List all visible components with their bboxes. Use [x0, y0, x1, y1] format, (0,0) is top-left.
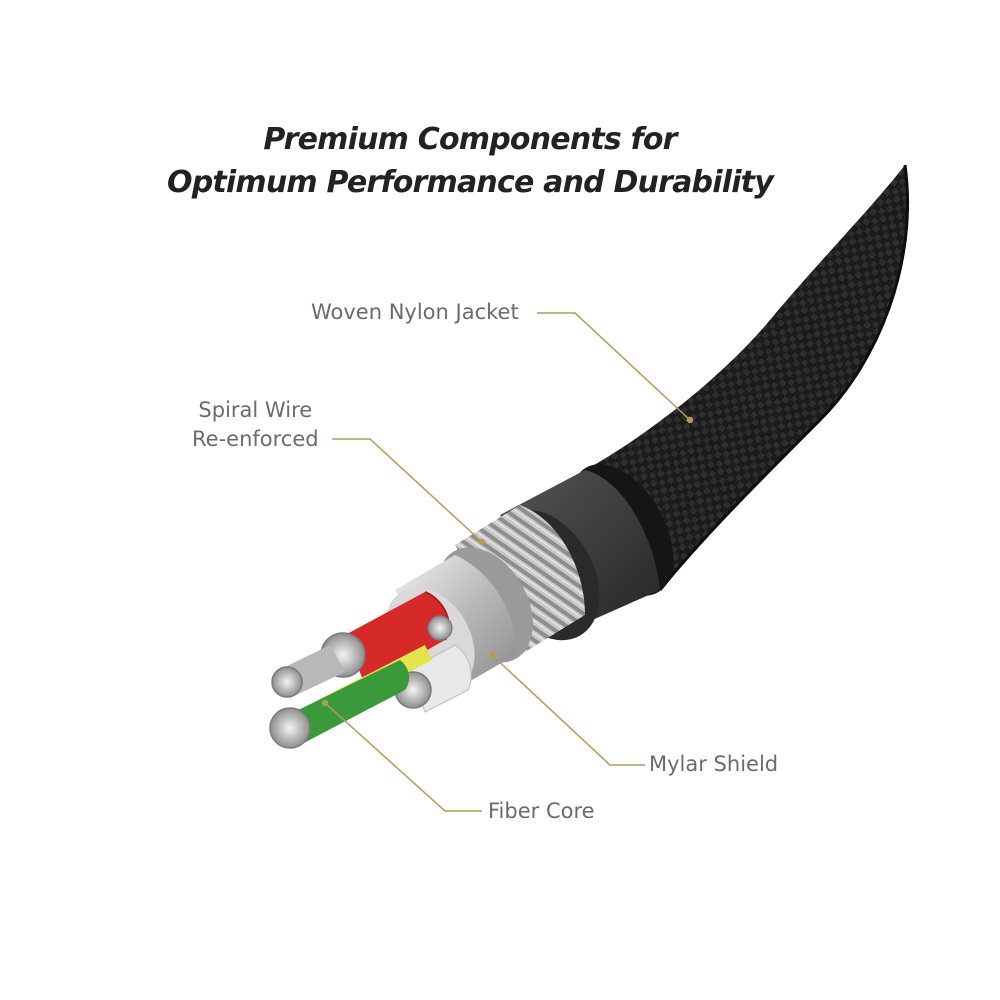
leader-jacket: [537, 312, 691, 421]
callout-spiral-wire: Spiral Wire Re-enforced: [192, 396, 319, 454]
callout-spiral-line-2: Re-enforced: [192, 427, 319, 451]
leader-lines: [321, 312, 694, 812]
callout-spiral-line-1: Spiral Wire: [198, 398, 313, 422]
leader-fiber: [324, 702, 482, 812]
leader-spiral: [332, 438, 483, 543]
callout-mylar-shield: Mylar Shield: [649, 752, 779, 776]
heading-line-1: Premium Components for: [263, 122, 677, 157]
inner-conductors: [269, 591, 472, 749]
callout-fiber-core: Fiber Core: [488, 799, 595, 823]
callout-woven-nylon-jacket: Woven Nylon Jacket: [311, 300, 519, 324]
heading-line-2: Optimum Performance and Durability: [167, 165, 774, 200]
diagram-heading: Premium Components for Optimum Performan…: [0, 118, 940, 204]
leader-mylar: [491, 654, 645, 766]
